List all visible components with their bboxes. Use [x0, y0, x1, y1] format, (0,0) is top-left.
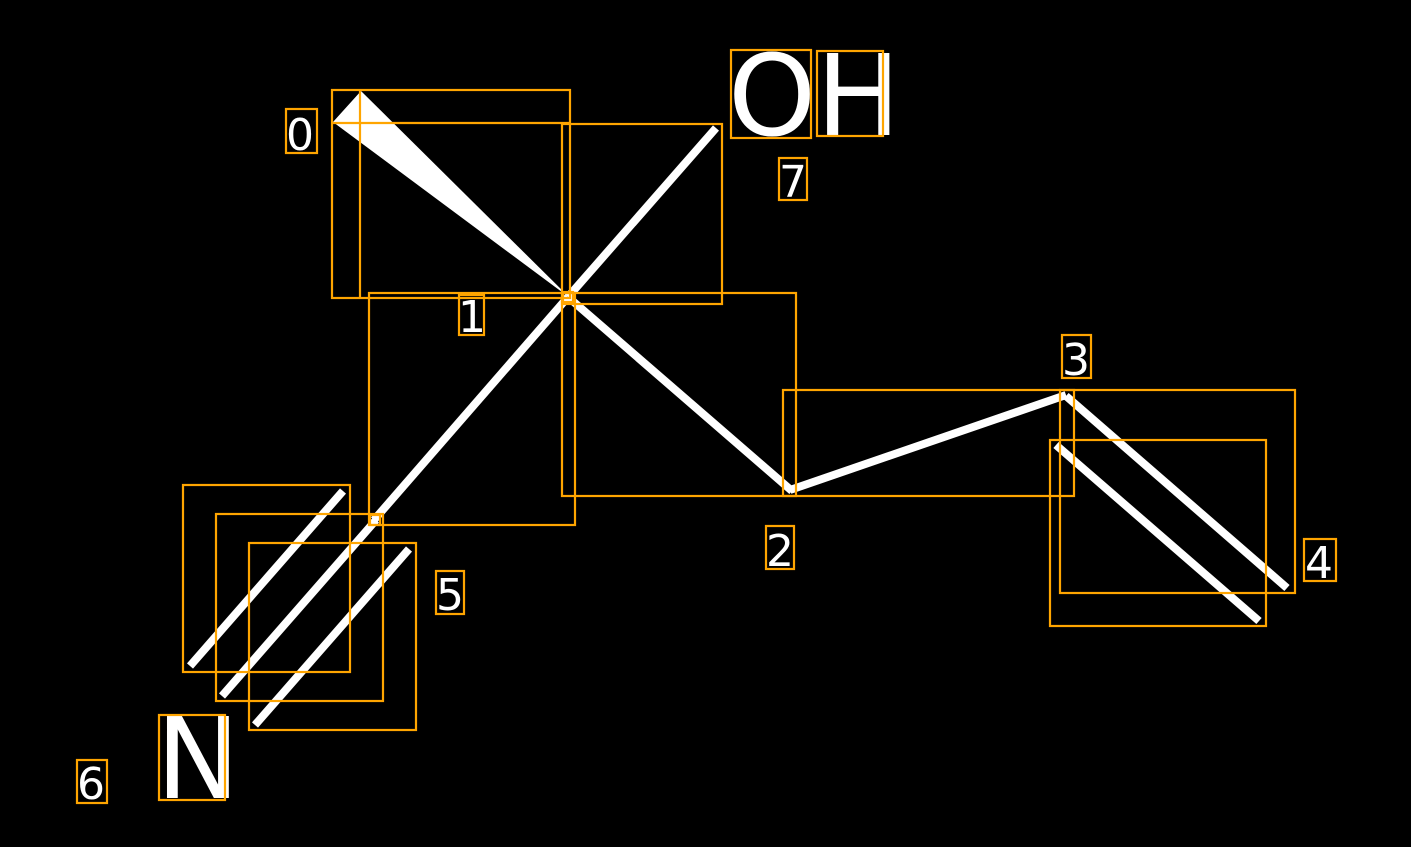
double-bond-3-4-b	[1053, 441, 1262, 625]
atom-oh-label: OH	[728, 32, 900, 162]
bbox-bond-3-4-b	[1048, 438, 1268, 628]
bond-1-5	[370, 294, 572, 523]
bbox-index-7	[777, 156, 809, 202]
bbox-wedge	[330, 88, 572, 300]
bbox-triple-c	[247, 541, 418, 732]
bond-1-7	[564, 125, 720, 300]
bbox-atom-5	[368, 513, 382, 527]
bbox-atom-n	[157, 713, 227, 802]
bbox-atom-h	[815, 49, 885, 138]
bbox-index-3	[1060, 333, 1093, 380]
bounding-boxes	[75, 48, 1338, 805]
bbox-index-5	[434, 569, 466, 616]
bbox-bond-3-4-a	[1058, 388, 1297, 595]
index-label-6: 6	[77, 759, 105, 810]
bbox-index-2	[764, 524, 796, 571]
bbox-bond-2-3	[781, 388, 1076, 498]
bbox-index-4	[1302, 537, 1338, 583]
bbox-bond-1-7	[560, 122, 724, 306]
bbox-index-0	[284, 107, 319, 155]
bbox-index-1	[457, 293, 486, 337]
wedge-bond-0-1	[333, 91, 570, 298]
double-bond-3-4-a	[1063, 392, 1290, 592]
bbox-bond-1-2	[560, 291, 798, 498]
bond-1-2	[565, 293, 795, 495]
bbox-atom-1	[561, 290, 575, 304]
index-label-5: 5	[436, 570, 464, 621]
bbox-triple-b	[214, 512, 385, 703]
bbox-bond-1-5	[367, 291, 577, 527]
bbox-atom-o	[729, 48, 813, 140]
bbox-index-6	[75, 758, 109, 805]
bbox-triple-a	[181, 483, 352, 674]
bond-2-3	[788, 391, 1068, 494]
